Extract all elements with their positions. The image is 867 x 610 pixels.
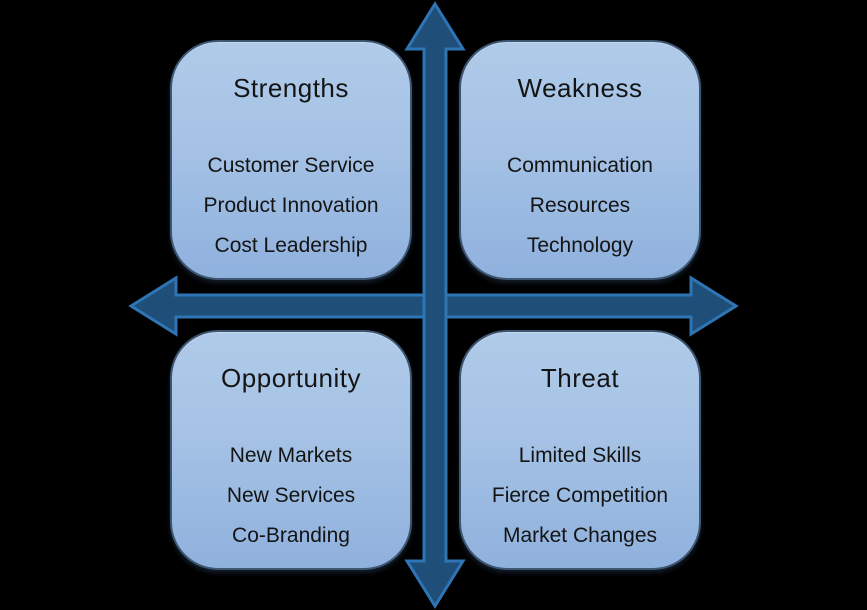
quadrant-item: Co-Branding (232, 524, 350, 547)
quadrant-item-list: New Markets New Services Co-Branding (172, 436, 410, 556)
quadrant-item: Technology (526, 234, 634, 257)
quadrant-item: Resources (529, 194, 631, 217)
quadrant-item: Customer Service (207, 154, 375, 177)
quadrant-item: Fierce Competition (491, 484, 669, 507)
quadrant-item-list: Communication Resources Technology (461, 146, 699, 266)
quadrant-item: New Markets (229, 444, 353, 467)
quadrant-opportunity: Opportunity New Markets New Services Co-… (170, 330, 412, 570)
quadrant-strengths: Strengths Customer Service Product Innov… (170, 40, 412, 280)
quadrant-item: New Services (226, 484, 356, 507)
quadrant-item: Market Changes (502, 524, 658, 547)
quadrant-title: Weakness (517, 73, 643, 103)
quadrant-title: Strengths (233, 73, 349, 103)
quadrant-item: Product Innovation (203, 194, 379, 217)
quadrant-weakness: Weakness Communication Resources Technol… (459, 40, 701, 280)
quadrant-title: Threat (540, 363, 620, 393)
quadrant-item: Limited Skills (518, 444, 642, 467)
quadrant-item-list: Limited Skills Fierce Competition Market… (461, 436, 699, 556)
vertical-axis-arrow (404, 1, 466, 609)
quadrant-item: Communication (507, 154, 653, 177)
quadrant-item-list: Customer Service Product Innovation Cost… (172, 146, 410, 266)
quadrant-item: Cost Leadership (214, 234, 368, 257)
quadrant-title: Opportunity (221, 363, 361, 393)
quadrant-threat: Threat Limited Skills Fierce Competition… (459, 330, 701, 570)
